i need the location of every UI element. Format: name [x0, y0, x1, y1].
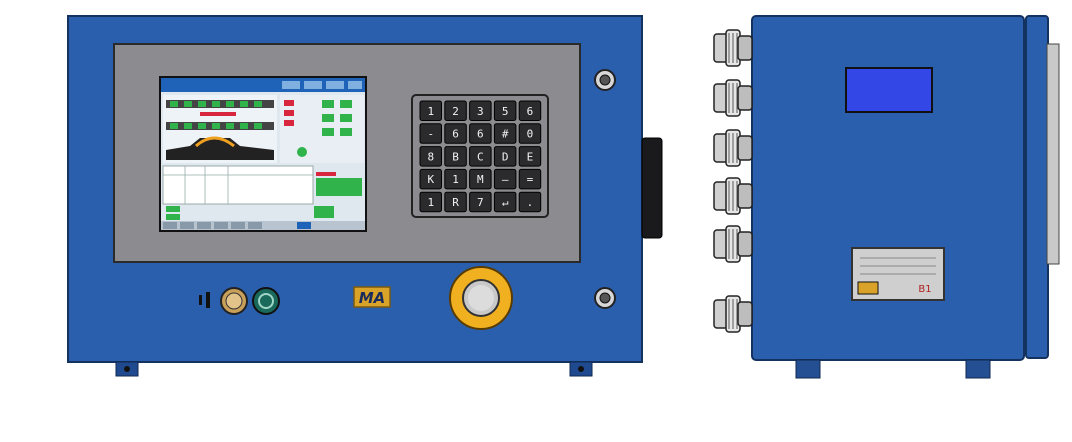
mount-bolt-icon: [578, 366, 584, 372]
keypad-key[interactable]: ↵: [493, 191, 517, 213]
hmi-title-buttons: [282, 81, 362, 89]
side-enclosure: B1: [713, 15, 1060, 379]
keypad-key[interactable]: R: [444, 191, 467, 213]
nameplate-code: B1: [918, 284, 931, 295]
keypad-key-label: K: [427, 173, 434, 186]
hmi-valve-rows: [166, 100, 274, 130]
keypad-key[interactable]: 6: [518, 100, 542, 121]
cable-gland: [713, 79, 753, 117]
status-lcd-window: [845, 67, 933, 113]
keypad-key-label: 6: [452, 128, 459, 141]
screw-icon: [594, 69, 616, 91]
keypad-key-label: B: [452, 150, 459, 163]
keypad-key[interactable]: —: [493, 168, 517, 190]
keypad-key-label: E: [527, 150, 534, 163]
keypad-key-label: 7: [477, 196, 484, 209]
emergency-stop-icon[interactable]: [449, 266, 513, 330]
keypad-key[interactable]: -: [419, 123, 442, 144]
keypad-key[interactable]: B: [444, 146, 467, 167]
side-foot-left: [795, 359, 821, 379]
keypad-key[interactable]: 0: [518, 123, 542, 144]
keypad-key-label: D: [502, 150, 509, 163]
keypad-key-label: M: [477, 173, 484, 186]
hmi-tab-bar: [161, 221, 365, 230]
keypad-key[interactable]: 2: [444, 100, 467, 121]
keypad-key-label: #: [502, 128, 509, 141]
keypad-key[interactable]: 5: [493, 100, 517, 121]
keypad-key-label: -: [427, 128, 434, 141]
keypad-key[interactable]: =: [518, 168, 542, 190]
keypad-key-label: 1: [427, 196, 434, 209]
cable-glands: [713, 29, 753, 333]
cable-gland: [713, 177, 753, 215]
keypad-key[interactable]: #: [493, 123, 517, 144]
keypad-key-label: 1: [452, 173, 459, 186]
keypad-key-label: 3: [477, 105, 484, 118]
keypad-key-label: 6: [527, 105, 534, 118]
cable-gland: [713, 29, 753, 67]
keypad-key[interactable]: 8: [419, 146, 442, 167]
hmi-alarm-box: [316, 178, 362, 196]
keypad-key-label: 8: [427, 150, 434, 163]
side-rear-flange: [1025, 15, 1049, 359]
screw-icon: [594, 287, 616, 309]
cable-gland: [713, 295, 753, 333]
keypad-key[interactable]: 3: [469, 100, 492, 121]
keypad-key[interactable]: 6: [444, 123, 467, 144]
keypad-key-label: R: [452, 196, 459, 209]
touchscreen-display[interactable]: [159, 76, 367, 232]
keypad-key[interactable]: C: [469, 146, 492, 167]
sound-icon: [199, 292, 210, 308]
keypad-key[interactable]: 1: [444, 168, 467, 190]
keypad-key-label: 0: [527, 128, 534, 141]
ma-safety-badge: MA: [353, 286, 391, 308]
keypad-key[interactable]: .: [518, 191, 542, 213]
keypad-key[interactable]: D: [493, 146, 517, 167]
keypad-key-label: C: [477, 150, 484, 163]
nameplate-ma-mark: [857, 281, 879, 295]
keypad-key-label: —: [502, 173, 509, 186]
hmi-shearer-graphic: [166, 138, 274, 160]
keypad-key-label: 5: [502, 105, 509, 118]
cable-gland: [713, 225, 753, 263]
keypad-key-label: 6: [477, 128, 484, 141]
keypad-key[interactable]: K: [419, 168, 442, 190]
keypad-key[interactable]: 7: [469, 191, 492, 213]
indicator-lamp[interactable]: [220, 287, 248, 315]
power-button[interactable]: [252, 287, 280, 315]
keypad-key-label: ↵: [502, 196, 509, 209]
keypad-key-label: =: [527, 173, 534, 186]
keypad-key[interactable]: M: [469, 168, 492, 190]
side-handle[interactable]: [641, 137, 663, 239]
side-foot-right: [965, 359, 991, 379]
keypad-key-label: 2: [452, 105, 459, 118]
keypad-key[interactable]: E: [518, 146, 542, 167]
mount-bolt-icon: [124, 366, 130, 372]
keypad-key-label: 1: [427, 105, 434, 118]
keypad-key[interactable]: 6: [469, 123, 492, 144]
nameplate: B1: [851, 247, 945, 301]
power-icon: [258, 293, 274, 309]
hmi-data-table: [162, 165, 314, 205]
keypad-key[interactable]: 1: [419, 191, 442, 213]
keypad-key-label: .: [527, 196, 534, 209]
keypad-key[interactable]: 1: [419, 100, 442, 121]
cable-gland: [713, 129, 753, 167]
ma-badge-text: MA: [359, 289, 386, 307]
